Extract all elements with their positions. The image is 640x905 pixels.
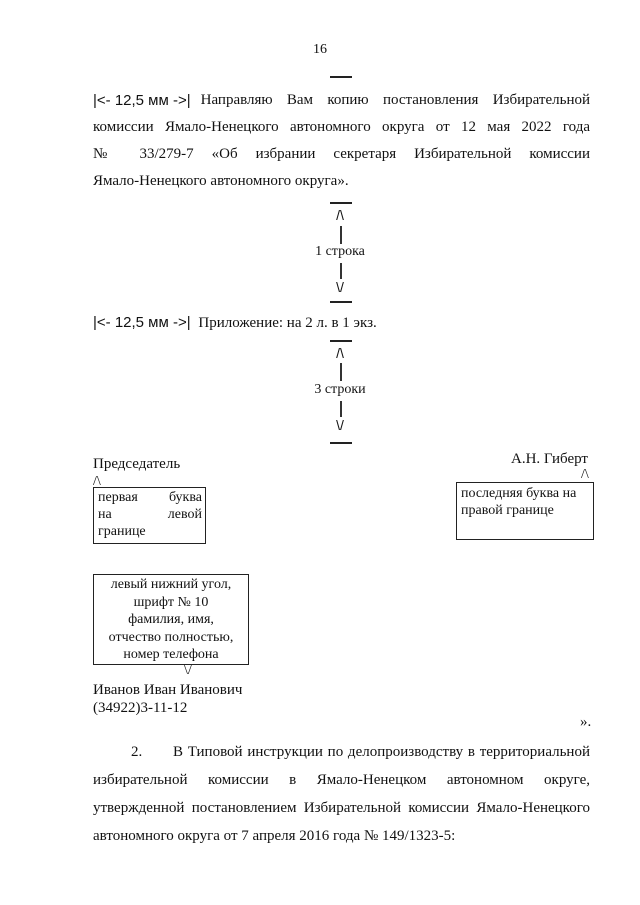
note-line: шрифт № 10: [133, 594, 209, 610]
note-line: левый нижний угол,: [110, 577, 232, 592]
down-arrow-icon: \/: [336, 279, 344, 295]
paragraph-1: |<- 12,5 мм ->| Направляю Вам копию пост…: [93, 87, 590, 195]
left-border-note: первая буква на левой границе: [93, 487, 206, 544]
paragraph-2-line-2: избирательной комиссии в Ямало-Ненецком …: [93, 772, 590, 788]
down-arrow-icon: \/: [184, 663, 192, 678]
paragraph-1-line-3: № 33/279-7 «Об избрании секретаря Избира…: [93, 146, 590, 162]
spacing-dash: [330, 340, 352, 342]
note-line: правой границе: [461, 503, 554, 518]
down-arrow-icon: \/: [336, 417, 344, 433]
arrow-stem: [340, 401, 342, 417]
arrow-stem: [340, 263, 342, 279]
spacing-label-1-line: 1 строка: [315, 244, 365, 259]
up-arrow-icon: /\: [93, 474, 101, 489]
paragraph-2-line-4: автономного округа от 7 апреля 2016 года…: [93, 828, 456, 844]
note-word: на: [98, 507, 112, 522]
signature-position: Председатель: [93, 456, 181, 472]
paragraph-1-line-2: комиссии Ямало-Ненецкого автономного окр…: [93, 119, 590, 135]
right-border-note: последняя буква на правой границе: [456, 482, 594, 540]
paragraph-2-number: 2.: [131, 744, 143, 760]
executor-phone: (34922)3-11-12: [93, 700, 188, 716]
note-line: номер телефона: [123, 647, 219, 662]
paragraph-2: 2. В Типовой инструкции по делопроизводс…: [93, 738, 590, 850]
note-word: буква: [168, 490, 202, 505]
attachment-line: |<- 12,5 мм ->| Приложение: на 2 л. в 1 …: [93, 314, 377, 332]
note-word: левой: [167, 507, 202, 522]
note-word: первая: [98, 490, 138, 505]
paragraph-2-line-3: утвержденной постановлением Избирательно…: [93, 800, 590, 816]
indent-marker: |<- 12,5 мм ->|: [93, 314, 191, 331]
paragraph-1-line-4: Ямало-Ненецкого автономного округа».: [93, 173, 349, 189]
note-line: отчество полностью,: [108, 629, 234, 645]
attachment-text: Приложение: на 2 л. в 1 экз.: [198, 315, 377, 331]
up-arrow-icon: /\: [336, 207, 344, 223]
spacing-dash: [330, 76, 352, 78]
indent-marker: |<- 12,5 мм ->|: [93, 92, 191, 109]
paragraph-1-text-1: Направляю Вам копию постановления Избира…: [200, 92, 590, 108]
up-arrow-icon: /\: [581, 467, 589, 482]
paragraph-2-text-1: В Типовой инструкции по делопроизводству…: [173, 744, 590, 760]
paragraph-1-line-1: |<- 12,5 мм ->| Направляю Вам копию пост…: [93, 87, 590, 114]
closing-quote: ».: [580, 714, 592, 730]
spacing-dash: [330, 442, 352, 444]
note-line: фамилия, имя,: [128, 612, 214, 627]
spacing-dash: [330, 301, 352, 303]
spacing-dash: [330, 202, 352, 204]
note-word: границе: [98, 524, 146, 539]
executor-name: Иванов Иван Иванович: [93, 682, 243, 698]
arrow-stem: [340, 363, 342, 381]
executor-note: левый нижний угол, шрифт № 10 фамилия, и…: [93, 574, 249, 665]
note-line: последняя буква на: [461, 486, 577, 501]
paragraph-2-line-1: 2. В Типовой инструкции по делопроизводс…: [93, 738, 590, 766]
up-arrow-icon: /\: [336, 345, 344, 361]
signature-name: А.Н. Гиберт: [511, 451, 588, 467]
page-number: 16: [313, 42, 327, 57]
arrow-stem: [340, 226, 342, 244]
spacing-label-3-lines: 3 строки: [314, 382, 366, 397]
